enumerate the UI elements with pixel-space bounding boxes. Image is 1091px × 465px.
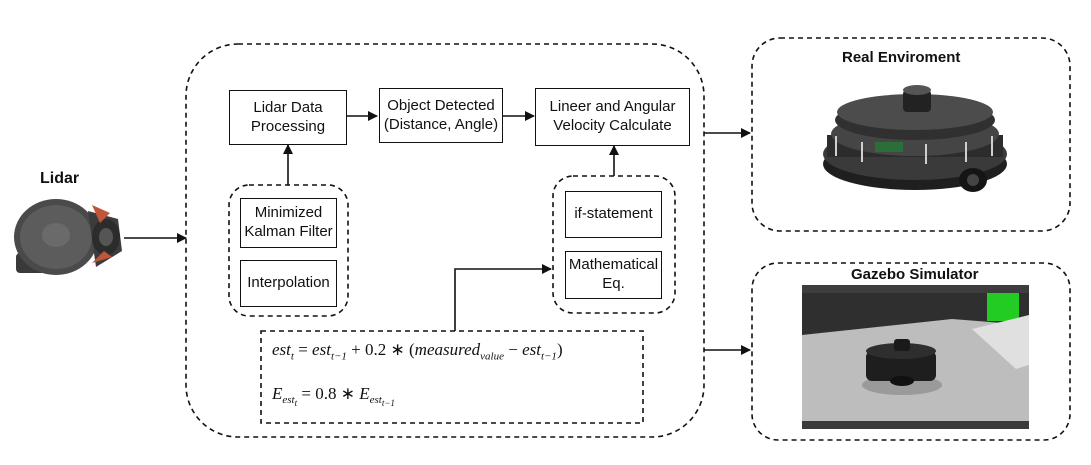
kalman-error-equation: Eestt = 0.8 ∗ Eestt−1	[272, 384, 395, 409]
gazebo-container	[751, 262, 1071, 441]
lidar-label: Lidar	[40, 170, 80, 187]
lidar-data-processing-box: Lidar Data Processing	[229, 90, 347, 145]
gazebo-simulation-screenshot	[802, 285, 1029, 429]
velocity-calculate-box: Lineer and Angular Velocity Calculate	[535, 88, 690, 146]
gazebo-simulator-title: Gazebo Simulator	[851, 266, 979, 283]
real-environment-title: Real Enviroment	[842, 49, 961, 66]
kalman-estimate-equation: estt = estt−1 + 0.2 ∗ (measuredvalue − e…	[272, 340, 563, 363]
lidar-sensor-image	[14, 199, 122, 275]
turtlebot-robot-image	[823, 85, 1007, 192]
mathematical-eq-box: Mathematical Eq.	[565, 251, 662, 299]
kalman-filter-box: Minimized Kalman Filter	[240, 198, 337, 248]
equation-group	[260, 330, 644, 424]
arrow-equation-to-decision	[454, 264, 552, 331]
interpolation-box: Interpolation	[240, 260, 337, 307]
real-environment-container	[751, 37, 1071, 232]
if-statement-box: if-statement	[565, 191, 662, 238]
object-detected-box: Object Detected (Distance, Angle)	[379, 88, 503, 143]
